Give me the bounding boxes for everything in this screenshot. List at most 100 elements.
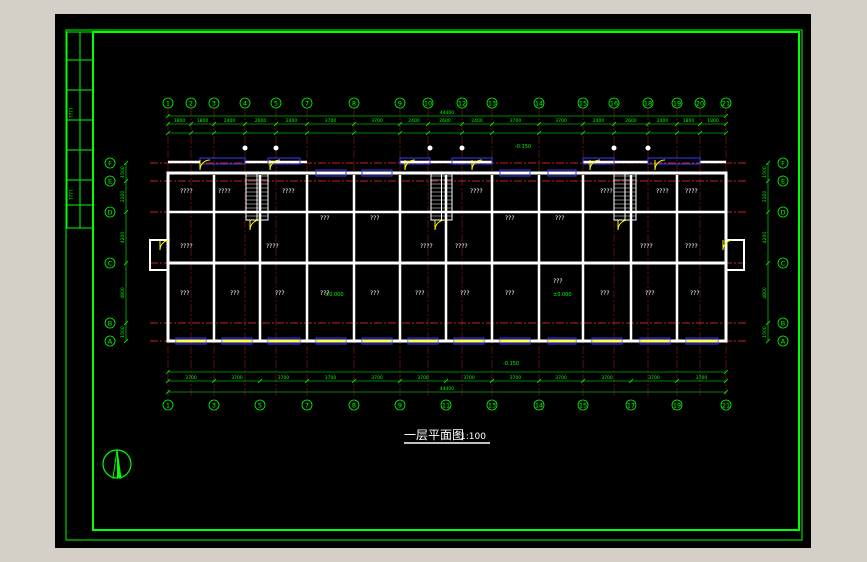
room-label: ????: [656, 188, 669, 195]
dim-bottom-axes-text: 3700: [185, 375, 197, 381]
dim-top-detail-tick: [674, 130, 680, 136]
dim-top-detail-tick: [459, 130, 465, 136]
dim-bottom-axes-text: 3700: [463, 375, 475, 381]
room-label: ???: [320, 215, 330, 222]
room-label: ???: [275, 290, 285, 297]
dim-top-detail-tick: [351, 130, 357, 136]
axis-bubble-top: [671, 97, 683, 109]
dim-bottom-axes-text: 3700: [371, 375, 383, 381]
dim-bottom-total-tick: [165, 389, 171, 395]
dim-right-tick: [765, 320, 771, 326]
window-north-bay: [267, 157, 301, 165]
dim-top-detail-tick: [211, 130, 217, 136]
dim-top-detail-tick: [489, 130, 495, 136]
dim-right-text: 2100: [762, 191, 768, 203]
dim-bottom-axes-tick: [580, 378, 586, 384]
axis-bubble-right: [777, 157, 789, 169]
dim-top-axes-text: 1800: [174, 118, 186, 124]
dim-bottom-axes-tick: [257, 378, 263, 384]
room-label: ????: [600, 188, 613, 195]
column-dot: [427, 145, 433, 151]
dim-right-tick: [765, 209, 771, 215]
column-dot: [459, 145, 465, 151]
axis-bubble-top: [348, 97, 360, 109]
axis-bubble-left-label: E: [108, 178, 112, 186]
dim-top-axes-tick: [397, 121, 403, 127]
north-arrow: [102, 449, 132, 479]
dim-left-text: 4800: [120, 287, 126, 299]
dim-right-tick: [765, 260, 771, 266]
dim-top-axes-tick: [697, 121, 703, 127]
dim-bottom-axes-tick: [165, 378, 171, 384]
dim-right-text: 1500: [762, 326, 768, 338]
axis-bubble-bottom: [208, 399, 220, 411]
axis-bubble-top-label: 15: [579, 100, 587, 108]
axis-bubble-bottom-label: 17: [627, 402, 635, 410]
dim-bottom-axes-tick: [351, 378, 357, 384]
dim-top-axes-text: 3700: [371, 118, 383, 124]
axis-bubble-left: [104, 206, 116, 218]
dim-top-detail-tick: [723, 130, 729, 136]
axis-bubble-top-label: 10: [424, 100, 432, 108]
axis-bubble-top-label: 3: [212, 100, 216, 108]
dim-top-total-text: 44400: [440, 110, 454, 116]
axis-bubble-right: [777, 206, 789, 218]
elevation-label: ±0.000: [325, 292, 344, 298]
room-label: ????: [685, 243, 698, 250]
dim-top-detail-tick: [273, 130, 279, 136]
dim-left-text: 1500: [120, 326, 126, 338]
dim-top-axes-text: 3700: [325, 118, 337, 124]
axis-bubble-bottom: [486, 399, 498, 411]
room-label: ????: [470, 188, 483, 195]
axis-bubble-bottom: [254, 399, 266, 411]
dim-left-tick: [123, 320, 129, 326]
axis-bubble-bottom: [348, 399, 360, 411]
axis-bubble-bottom: [671, 399, 683, 411]
axis-bubble-bottom: [533, 399, 545, 411]
axis-bubble-top-label: 14: [535, 100, 543, 108]
room-label: ???: [690, 290, 700, 297]
dim-bottom-detail-tick: [165, 369, 171, 375]
axis-bubble-bottom-label: 15: [579, 402, 587, 410]
dim-top-axes-tick: [459, 121, 465, 127]
axis-bubble-left: [104, 335, 116, 347]
dim-bottom-axes-text: 3700: [325, 375, 337, 381]
axis-bubble-bottom-label: 14: [535, 402, 543, 410]
axis-bubble-left-label: F: [108, 160, 112, 168]
dim-top-detail-tick: [188, 130, 194, 136]
dim-bottom-axes-tick: [674, 378, 680, 384]
window-north: [315, 169, 347, 177]
axis-bubble-top-label: 20: [696, 100, 704, 108]
axis-bubble-top-label: 16: [610, 100, 618, 108]
dim-top-detail-tick: [242, 130, 248, 136]
axis-bubble-bottom: [577, 399, 589, 411]
axis-bubble-right: [777, 257, 789, 269]
room-label: ???: [645, 290, 655, 297]
dim-left-tick: [123, 209, 129, 215]
dim-bottom-axes-tick: [397, 378, 403, 384]
column-dot: [273, 145, 279, 151]
axis-bubble-left: [104, 157, 116, 169]
room-label: ???: [180, 290, 190, 297]
title-block-text-2: ????: [69, 189, 75, 200]
dim-right-text: 4200: [762, 232, 768, 244]
column-dot: [611, 145, 617, 151]
axis-bubble-top-label: 7: [305, 100, 309, 108]
room-label: ????: [180, 243, 193, 250]
room-label: ???: [505, 290, 515, 297]
axis-bubble-right-label: E: [781, 178, 785, 186]
dim-top-detail-tick: [165, 130, 171, 136]
axis-bubble-bottom-label: 3: [212, 402, 216, 410]
dim-bottom-axes-text: 3700: [648, 375, 660, 381]
room-label: ???: [460, 290, 470, 297]
axis-bubble-top-label: 12: [458, 100, 466, 108]
dim-top-axes-text: 2400: [286, 118, 298, 124]
axis-bubble-bottom-label: 5: [258, 402, 262, 410]
axis-bubble-top-label: 4: [243, 100, 247, 108]
axis-bubble-bottom-label: 9: [398, 402, 402, 410]
dim-top-axes-tick: [611, 121, 617, 127]
dim-bottom-total-tick: [723, 389, 729, 395]
room-label: ???: [370, 215, 380, 222]
